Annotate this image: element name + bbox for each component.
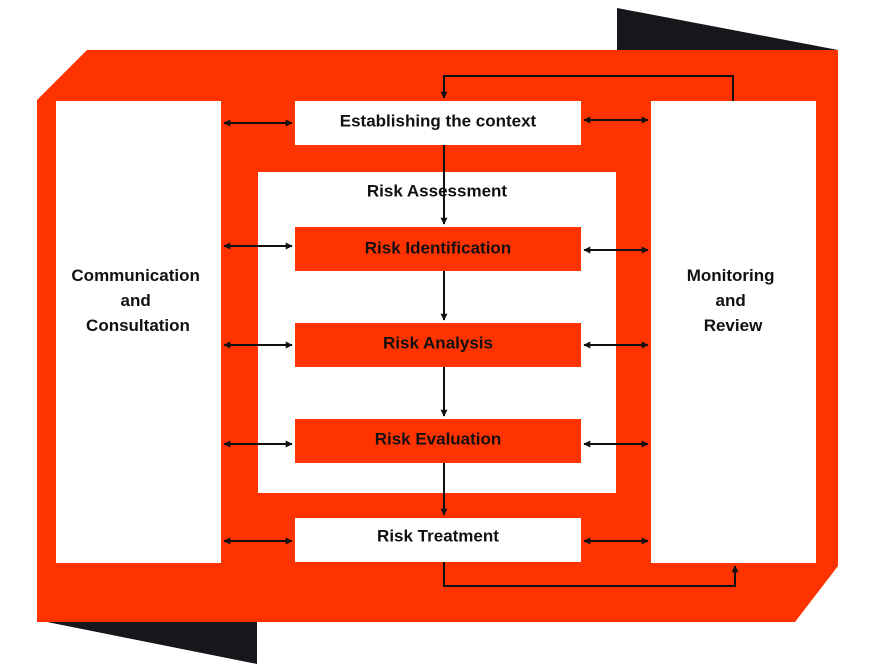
communication-consultation-label: Communication and Consultation [71,266,204,335]
risk-identification-label: Risk Identification [365,238,511,257]
risk-assessment-title: Risk Assessment [367,181,508,200]
risk-treatment-box [295,518,581,562]
monitoring-review-label: Monitoring and Review [687,266,780,335]
risk-treatment-label: Risk Treatment [377,526,499,545]
establishing-context-label: Establishing the context [340,111,537,130]
risk-evaluation-label: Risk Evaluation [375,429,502,448]
arrow-monitoring-to-context [440,75,734,101]
risk-identification-box [295,227,581,271]
risk-analysis-box [295,323,581,367]
risk-evaluation-box [295,419,581,463]
communication-consultation-panel [56,101,221,563]
arrow-treatment-to-monitoring [443,562,739,587]
establishing-context-box [295,101,581,145]
risk-analysis-label: Risk Analysis [383,333,493,352]
monitoring-review-panel [651,101,816,563]
